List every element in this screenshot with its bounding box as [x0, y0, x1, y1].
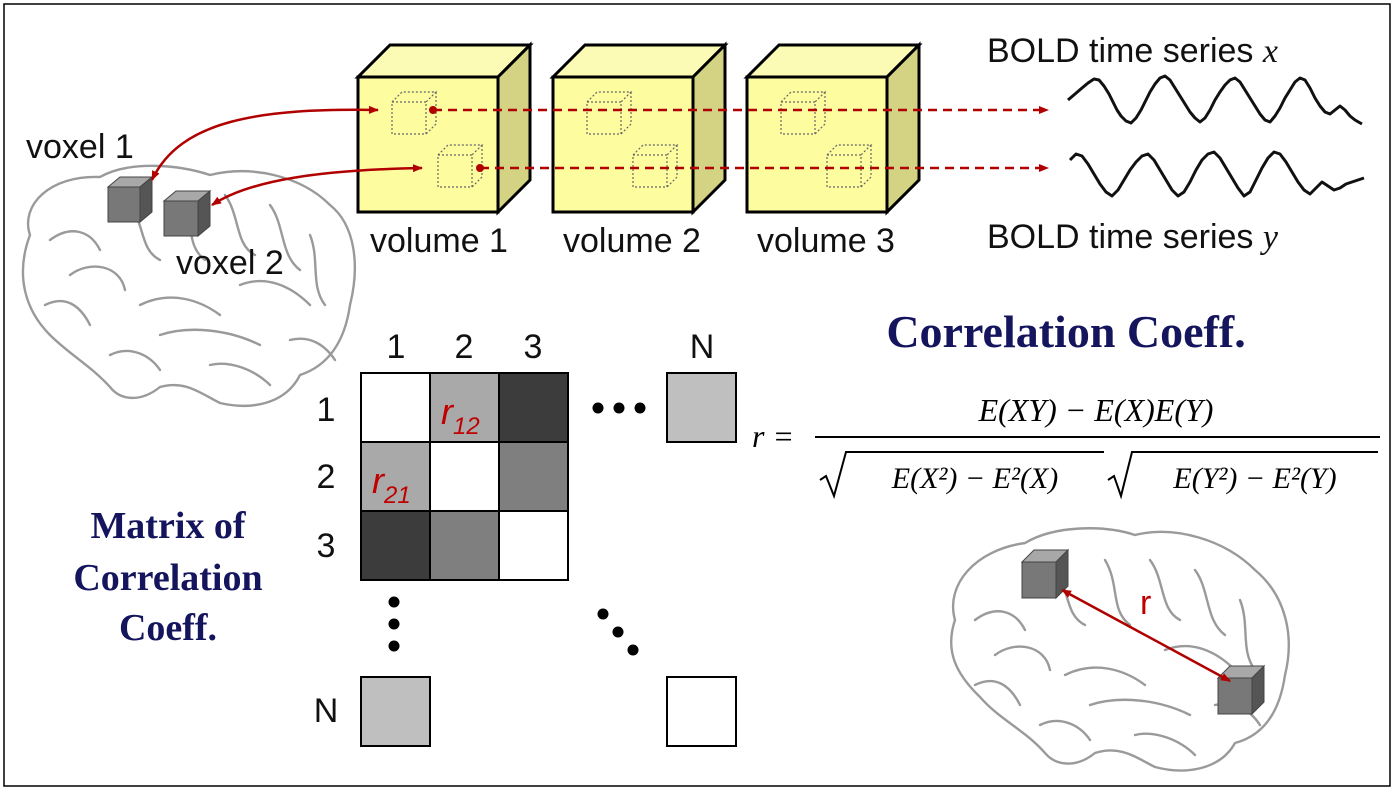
volume-cube-3	[743, 41, 923, 216]
formula-den-2: E(Y²) − E²(Y)	[1172, 462, 1336, 495]
row-header: 1	[317, 391, 336, 429]
voxel-2-arrow	[211, 164, 423, 207]
bold-x-waveform	[1067, 74, 1363, 126]
formula-numerator: E(XY) − E(X)E(Y)	[978, 392, 1214, 428]
voxel-cube-icon	[106, 175, 154, 224]
correlation-arrow	[1061, 588, 1231, 683]
row-header: N	[314, 692, 339, 730]
small-voxel-cubes	[391, 91, 873, 188]
r12-label: r12	[441, 391, 480, 440]
row-header: 3	[317, 527, 336, 565]
vertical-ellipsis	[388, 596, 400, 652]
correlation-matrix: 1 2 3 N 1 2 3 N r12 r21	[314, 328, 737, 747]
brain-icon	[950, 527, 1290, 772]
volume-1-label: volume 1	[370, 222, 508, 260]
correlation-formula: r = E(XY) − E(X)E(Y) E(X²) − E²(X) E(Y²)…	[752, 392, 1380, 500]
bold-y-label: BOLD time series y	[987, 218, 1279, 256]
time-series-dashed-arrows	[429, 106, 1049, 172]
matrix-heading: Matrix of Correlation Coeff.	[73, 505, 262, 649]
voxel-1-label: voxel 1	[26, 128, 134, 166]
matrix-cell	[498, 510, 569, 581]
col-header: 1	[387, 328, 406, 366]
matrix-cell	[498, 372, 569, 443]
diagonal-ellipsis	[597, 608, 639, 656]
voxel-2-label: voxel 2	[176, 244, 284, 282]
svg-text:Matrix of: Matrix of	[90, 505, 246, 547]
svg-text:Correlation: Correlation	[73, 557, 262, 599]
col-header: 2	[455, 328, 474, 366]
col-header: 3	[524, 328, 543, 366]
matrix-cell	[429, 441, 500, 512]
row-header: 2	[317, 458, 336, 496]
matrix-cell	[360, 510, 431, 581]
volume-3-label: volume 3	[757, 222, 895, 260]
formula-lhs: r =	[752, 418, 794, 454]
r21-label: r21	[372, 460, 411, 509]
bold-x-label: BOLD time series x	[987, 32, 1278, 70]
sqrt-sign	[819, 451, 1104, 500]
bold-y-waveform	[1068, 150, 1365, 198]
svg-text:Coeff.: Coeff.	[119, 607, 217, 649]
matrix-cell	[429, 372, 500, 443]
sqrt-sign	[1107, 451, 1378, 500]
matrix-cell	[429, 510, 500, 581]
horizontal-ellipsis	[592, 402, 646, 414]
formula-den-1: E(X²) − E²(X)	[891, 462, 1059, 495]
r-label: r	[1140, 584, 1151, 622]
matrix-cell	[360, 372, 431, 443]
voxel-cube-icon	[1020, 548, 1070, 600]
voxel-1-arrow	[150, 105, 379, 181]
voxel-cube-icon	[162, 189, 212, 238]
slide-frame	[3, 3, 1391, 787]
matrix-cell-N-1	[360, 676, 431, 747]
matrix-cell	[498, 441, 569, 512]
matrix-cell-N-N	[666, 676, 737, 747]
volume-2-label: volume 2	[563, 222, 701, 260]
matrix-cell-1-N	[666, 372, 737, 443]
correlation-heading: Correlation Coeff.	[886, 306, 1245, 357]
col-header: N	[690, 328, 715, 366]
voxel-cube-icon	[1216, 664, 1266, 716]
